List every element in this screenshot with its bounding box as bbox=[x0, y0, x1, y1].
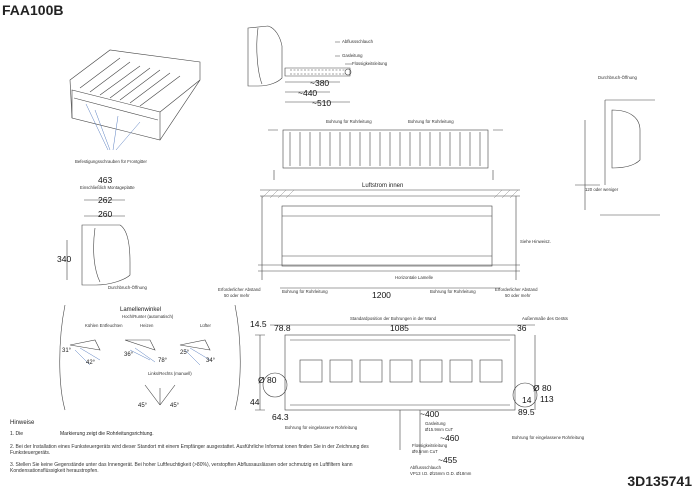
note-3: 3. Stellen Sie keine Gegenstände unter d… bbox=[10, 462, 353, 474]
dim-262: 262 bbox=[98, 195, 113, 205]
through-hole-label-left: Durchbruch-Öffnung bbox=[108, 285, 147, 290]
dim-340: 340 bbox=[57, 254, 72, 264]
liquid-spec: Ø9.5mm CuT bbox=[412, 449, 438, 454]
dim-455: ~455 bbox=[438, 455, 458, 465]
bore-bottom-right: Bohrung für Rohrleitung bbox=[430, 289, 476, 294]
outer-dims-label: Außenmaße des Geräts bbox=[522, 316, 568, 321]
dim-64-3: 64.3 bbox=[272, 412, 289, 422]
wall-clear-label: 120 oder weniger bbox=[585, 187, 619, 192]
cool-dry-label: Kühlen Entfeuchten bbox=[85, 323, 123, 328]
dim-380: ~380 bbox=[310, 78, 330, 88]
louvre-angle-title: Lamellenwinkel bbox=[120, 307, 162, 313]
gas-pipe-label: Gasleitung bbox=[342, 53, 363, 58]
dim-80-right: Ø 80 bbox=[533, 383, 552, 393]
dim-440: ~440 bbox=[298, 88, 318, 98]
angle-34: 34° bbox=[206, 358, 216, 364]
dim-78-8: 78.8 bbox=[274, 323, 291, 333]
unit-isometric bbox=[69, 49, 201, 141]
clearance-left-value: 50 oder mehr bbox=[224, 293, 250, 298]
note-2: 2. Bei der Installation eines Funksteuer… bbox=[10, 444, 369, 456]
angle-42: 42° bbox=[86, 360, 96, 366]
drain-hose-label: Abflussschlauch bbox=[342, 39, 374, 44]
document-number: 3D135741 bbox=[627, 473, 692, 489]
up-down-label: Hoch/Runter (automatisch) bbox=[122, 314, 174, 319]
side-section bbox=[247, 25, 352, 103]
clearance-right-value: 50 oder mehr bbox=[505, 293, 531, 298]
dim-113: 113 bbox=[540, 394, 554, 404]
front-view bbox=[268, 129, 503, 180]
note-1-start: 1. Die bbox=[10, 431, 24, 437]
pipe-bore-label-top-right: Bohrung für Rohrleitung bbox=[408, 119, 454, 124]
dim-460: ~460 bbox=[440, 433, 460, 443]
louvre-angle-panel bbox=[59, 304, 241, 411]
dim-1200: 1200 bbox=[372, 290, 391, 300]
dim-14: 14 bbox=[522, 395, 532, 405]
bore-bottom-left: Bohrung für Rohrleitung bbox=[282, 289, 328, 294]
dim-400: ~400 bbox=[420, 409, 440, 419]
model-title: FAA100B bbox=[2, 2, 64, 18]
note-1-end: Markierung zeigt die Rohrleitungsrichtun… bbox=[60, 431, 154, 437]
left-side-view bbox=[66, 199, 131, 286]
through-hole-label-right: Durchbruch-Öffnung bbox=[598, 75, 637, 80]
angle-45-left: 45° bbox=[138, 403, 148, 409]
pipe-bore-label-top-left: Bohrung für Rohrleitung bbox=[326, 119, 372, 124]
liquid-spec-title: Flüssigkeitsleitung bbox=[412, 443, 448, 448]
liquid-pipe-label: Flüssigkeitsleitung bbox=[352, 61, 388, 66]
dim-510: ~510 bbox=[312, 98, 332, 108]
louvre-label: Horizontale Lamelle bbox=[395, 275, 433, 280]
width-label: Einschließlich Montageplatte bbox=[80, 185, 135, 190]
see-note-label: Siehe Hinweis2. bbox=[520, 239, 551, 244]
dim-14-5: 14.5 bbox=[250, 319, 267, 329]
side-profile-right bbox=[575, 99, 660, 216]
dim-260: 260 bbox=[98, 209, 113, 219]
gas-spec: Ø15.9mm CuT bbox=[425, 427, 454, 432]
dim-89-5: 89.5 bbox=[518, 407, 535, 417]
airflow-label: Luftstrom innen bbox=[362, 183, 404, 189]
angle-25: 25° bbox=[180, 350, 190, 356]
left-right-label: Links/Rechts (manuell) bbox=[148, 371, 192, 376]
drain-spec-title: Abflussschlauch bbox=[410, 465, 442, 470]
mounting-plate bbox=[255, 324, 538, 455]
wall-elevation bbox=[258, 189, 520, 289]
fan-label: Lüfter bbox=[200, 323, 211, 328]
angle-36: 36° bbox=[124, 352, 134, 358]
mounting-screws-label: Befestigungsschrauben für Frontgitter bbox=[75, 159, 147, 164]
notes-title: Hinweise bbox=[10, 420, 35, 426]
dim-1085: 1085 bbox=[390, 323, 409, 333]
angle-45-right: 45° bbox=[170, 403, 180, 409]
drain-spec: VP13 I.D. Ø15mm O.D. Ø18mm bbox=[410, 471, 472, 476]
wall-bore-right-label: Bohrung für eingelassene Rohrleitung bbox=[512, 435, 585, 440]
dim-36: 36 bbox=[517, 323, 527, 333]
angle-78: 78° bbox=[158, 358, 168, 364]
dim-44: 44 bbox=[250, 397, 260, 407]
dim-80-left: Ø 80 bbox=[258, 375, 277, 385]
clearance-right: Erforderlicher Abstand bbox=[495, 287, 538, 292]
clearance-left: Erforderlicher Abstand bbox=[218, 287, 261, 292]
angle-31: 31° bbox=[62, 348, 72, 354]
gas-spec-title: Gasleitung bbox=[425, 421, 446, 426]
wall-bore-left-label: Bohrung für eingelassene Rohrleitung bbox=[285, 425, 358, 430]
dim-463: 463 bbox=[98, 175, 113, 185]
standard-position-label: Standardposition der Bohrungen in der Wa… bbox=[350, 316, 437, 321]
heat-label: Heizen bbox=[140, 323, 154, 328]
